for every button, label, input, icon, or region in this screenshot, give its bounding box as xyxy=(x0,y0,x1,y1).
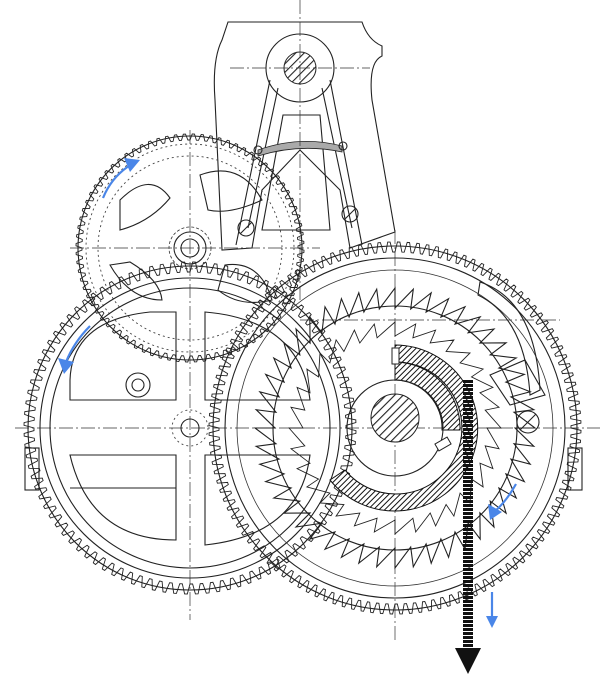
side-tabs xyxy=(24,447,583,491)
arrow-left-gear xyxy=(58,325,91,374)
arrow-down xyxy=(486,592,498,628)
center-pinion xyxy=(171,409,209,447)
large-left-gear xyxy=(27,265,353,591)
arrow-upper-wheel xyxy=(101,158,140,199)
ratchet-ring xyxy=(253,286,537,570)
mainspring xyxy=(329,344,479,650)
upper-pinion xyxy=(168,226,212,270)
arrow-right-gear xyxy=(488,483,517,520)
leaf-spring xyxy=(253,140,348,157)
weight-arrow xyxy=(455,648,481,674)
click-pawl xyxy=(477,281,546,434)
top-bracket xyxy=(213,21,396,251)
rotation-arrows xyxy=(58,158,517,628)
inner-ratchet-ring xyxy=(288,321,502,535)
arbor-shaft xyxy=(370,393,420,443)
upper-wheel xyxy=(77,135,303,361)
bracket-screw-right xyxy=(341,205,359,223)
bracket-screw-left xyxy=(237,219,255,237)
right-gear-teeth xyxy=(208,241,582,615)
upper-wheel-teeth xyxy=(75,133,305,363)
left-gear-teeth xyxy=(23,261,357,595)
